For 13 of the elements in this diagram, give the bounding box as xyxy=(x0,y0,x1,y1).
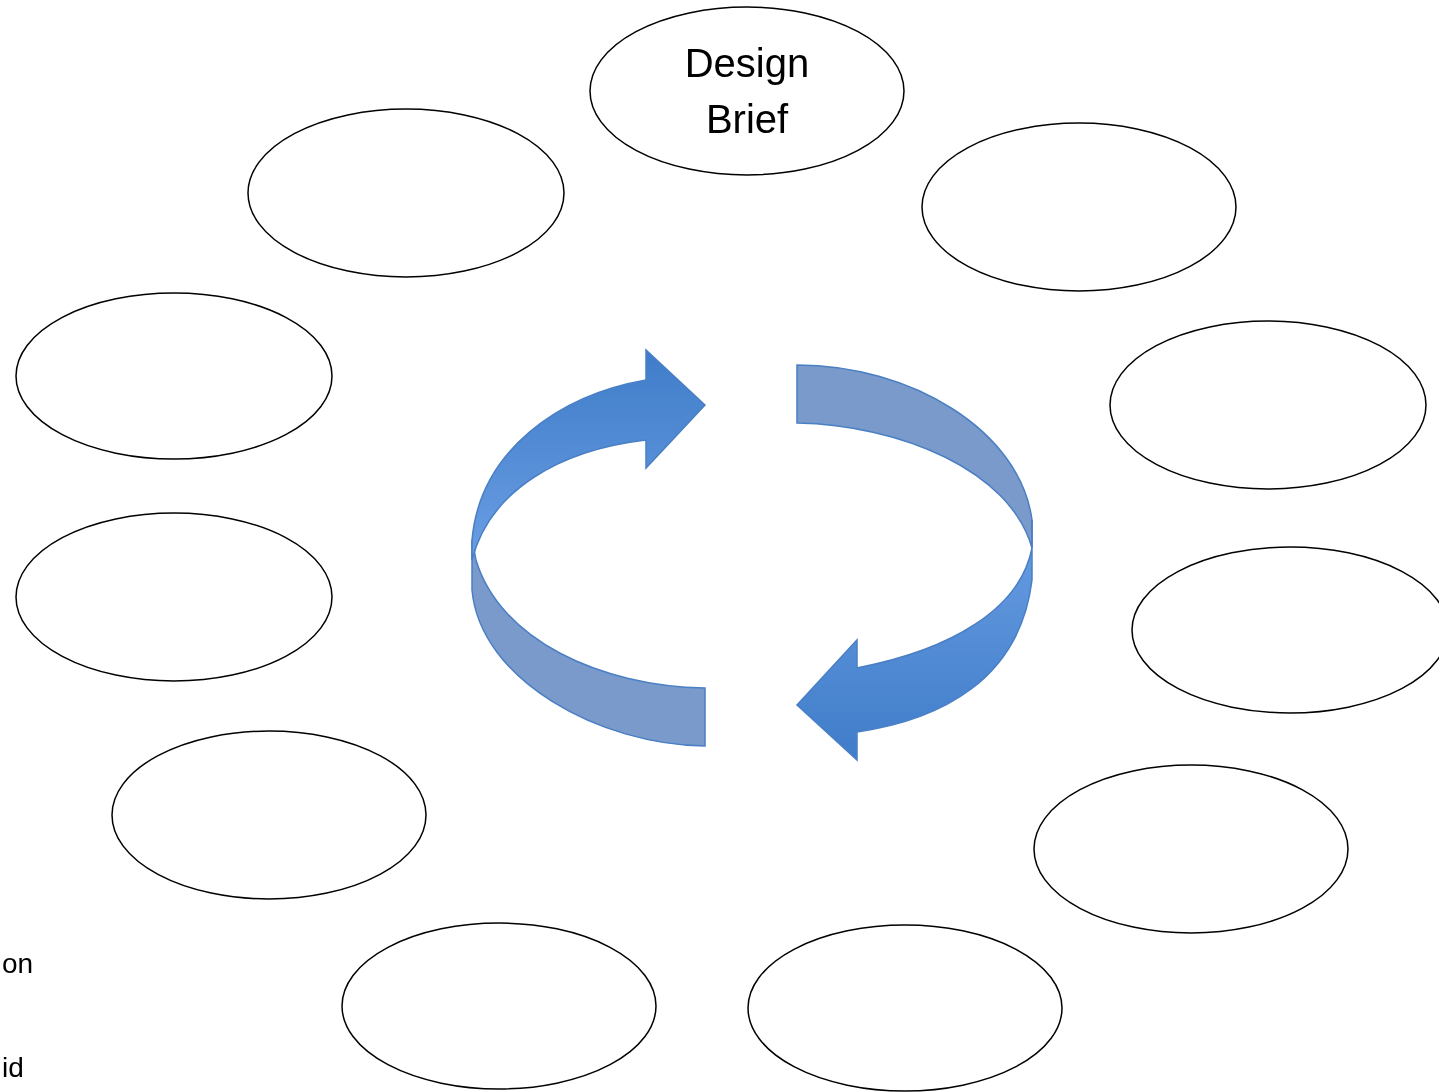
stage-ellipse xyxy=(589,6,905,176)
empty-ellipse xyxy=(921,122,1237,292)
note-text: on xyxy=(2,948,34,980)
empty-ellipse xyxy=(747,924,1063,1092)
empty-ellipse xyxy=(1033,764,1349,934)
stage-label: Design Brief xyxy=(683,40,811,143)
empty-ellipse xyxy=(15,512,333,682)
note-text: id xyxy=(2,1052,24,1084)
empty-ellipse xyxy=(341,922,657,1090)
empty-ellipse xyxy=(111,730,427,900)
empty-ellipse xyxy=(1109,320,1427,490)
empty-ellipse xyxy=(247,108,565,278)
empty-ellipse xyxy=(15,292,333,460)
